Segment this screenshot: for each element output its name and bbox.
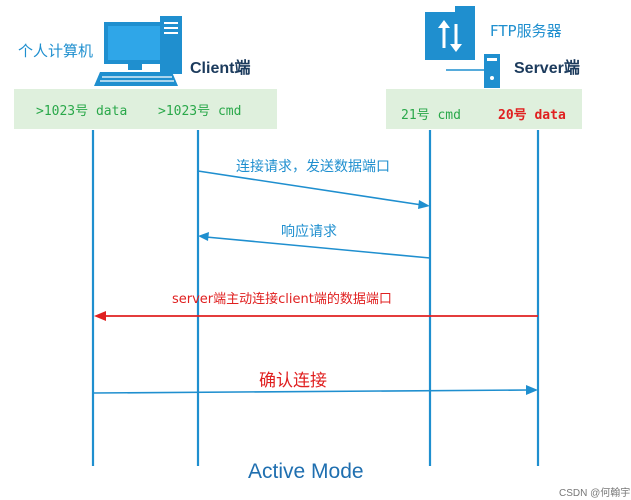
computer-icon [94, 16, 182, 86]
arrowhead-confirm [526, 385, 538, 395]
message-server-active-connect: server端主动连接client端的数据端口 [172, 292, 392, 307]
message-response: 响应请求 [281, 224, 337, 240]
credit-watermark: CSDN @何翰宇 [559, 488, 631, 499]
server-role-label: Server端 [514, 60, 580, 77]
client-role-label: Client端 [190, 60, 251, 77]
server-data-port-label: 20号 data [498, 108, 566, 123]
arrow-confirm [92, 389, 529, 394]
client-cmd-port-label: >1023号 cmd [158, 104, 242, 119]
arrow-response [205, 236, 431, 259]
server-icon [425, 6, 500, 88]
client-data-port-label: >1023号 data [36, 104, 128, 119]
arrowhead-response [198, 232, 209, 241]
arrowhead-connect-request [418, 200, 430, 209]
server-port-band [386, 89, 582, 129]
arrow-connect-request [197, 170, 423, 206]
server-cmd-port-label: 21号 cmd [401, 108, 461, 123]
client-port-band [14, 89, 277, 129]
server-device-label: FTP服务器 [490, 22, 562, 40]
mode-caption: Active Mode [248, 460, 364, 483]
message-confirm: 确认连接 [259, 371, 327, 391]
message-connect-request: 连接请求，发送数据端口 [236, 159, 390, 175]
client-device-label: 个人计算机 [18, 42, 94, 60]
arrowhead-server-active-connect [94, 311, 106, 321]
